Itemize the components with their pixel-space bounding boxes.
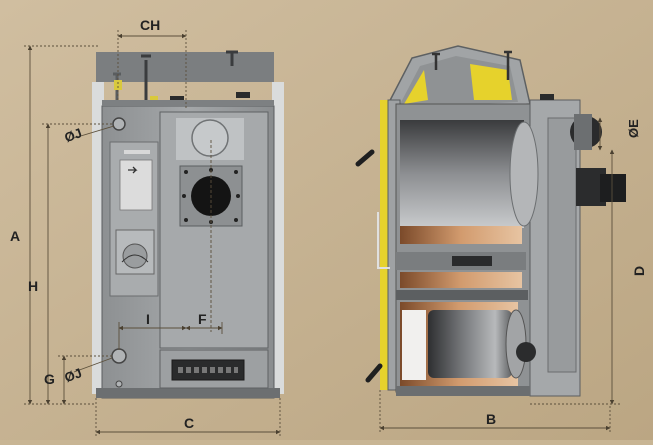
side-roof-insulation <box>404 70 428 104</box>
label-b: B <box>486 411 496 427</box>
sensor-fitting-yellow <box>150 96 158 102</box>
label-h: H <box>28 278 38 294</box>
label-a: A <box>10 228 20 244</box>
front-view <box>92 50 284 399</box>
dim-j-bottom-leader <box>73 357 113 373</box>
upper-drum-copper-base <box>400 226 522 244</box>
dim-j-top-leader <box>73 125 115 139</box>
roof-pipes <box>432 50 512 80</box>
burner-bolt-2 <box>234 170 238 174</box>
label-g: G <box>44 371 55 387</box>
front-right-side-panel <box>272 82 284 394</box>
dimension-lines <box>24 30 620 436</box>
upper-combustion-drum <box>400 120 524 228</box>
dimension-labels: CH A H G ØJ ØJ I F C B D ØE <box>10 17 647 431</box>
flow-pipe <box>226 50 238 66</box>
top-strip <box>102 100 274 106</box>
front-left-side-panel <box>92 82 104 394</box>
burner-bolt-8 <box>236 194 240 198</box>
burner-head <box>600 174 626 202</box>
lower-drum <box>428 310 512 378</box>
sensor-pipe <box>141 54 151 100</box>
label-d: D <box>631 266 647 276</box>
front-top-cap <box>96 52 274 82</box>
label-i: I <box>146 311 150 327</box>
heat-exchanger-dark <box>452 256 492 266</box>
lower-chamber-lining <box>402 310 426 380</box>
upper-door-handle <box>355 149 375 167</box>
burner-bolt-3 <box>184 218 188 222</box>
side-roof-insulation-2 <box>470 64 512 100</box>
drain-connection <box>115 380 123 388</box>
handle-left <box>170 96 184 102</box>
side-back-inner <box>547 117 577 373</box>
arrow-indicator-icon <box>128 166 138 174</box>
lower-door-handle <box>365 363 383 383</box>
label-e: ØE <box>626 119 641 138</box>
label-j-bottom: ØJ <box>62 365 83 385</box>
pipe-fitting-yellow <box>114 80 122 90</box>
thermostat-dial <box>122 243 148 269</box>
copper-band-2 <box>400 272 522 288</box>
burner-bolt-7 <box>182 194 186 198</box>
upper-drum-end <box>509 121 539 227</box>
top-handle <box>540 94 554 100</box>
top-connection-j <box>112 117 126 131</box>
label-ch: CH <box>140 17 160 33</box>
front-base <box>96 388 280 398</box>
control-display <box>119 159 153 211</box>
thermostat-scale <box>121 254 149 263</box>
side-section-view <box>355 45 626 397</box>
bottom-connection-j <box>111 348 127 364</box>
middle-door-rod <box>377 212 390 269</box>
flue-outlet <box>191 119 229 157</box>
back-flue-ring <box>574 114 592 150</box>
handle-right <box>236 92 250 98</box>
grate-band <box>396 290 528 300</box>
control-label-strip <box>124 150 150 154</box>
label-j-top: ØJ <box>62 125 83 145</box>
back-lower-connection <box>516 342 536 362</box>
side-base <box>396 386 530 396</box>
burner-bolt-1 <box>184 170 188 174</box>
label-c: C <box>184 415 194 431</box>
label-f: F <box>198 311 207 327</box>
ash-door-vent <box>171 359 245 381</box>
burner-bolt-4 <box>234 218 238 222</box>
